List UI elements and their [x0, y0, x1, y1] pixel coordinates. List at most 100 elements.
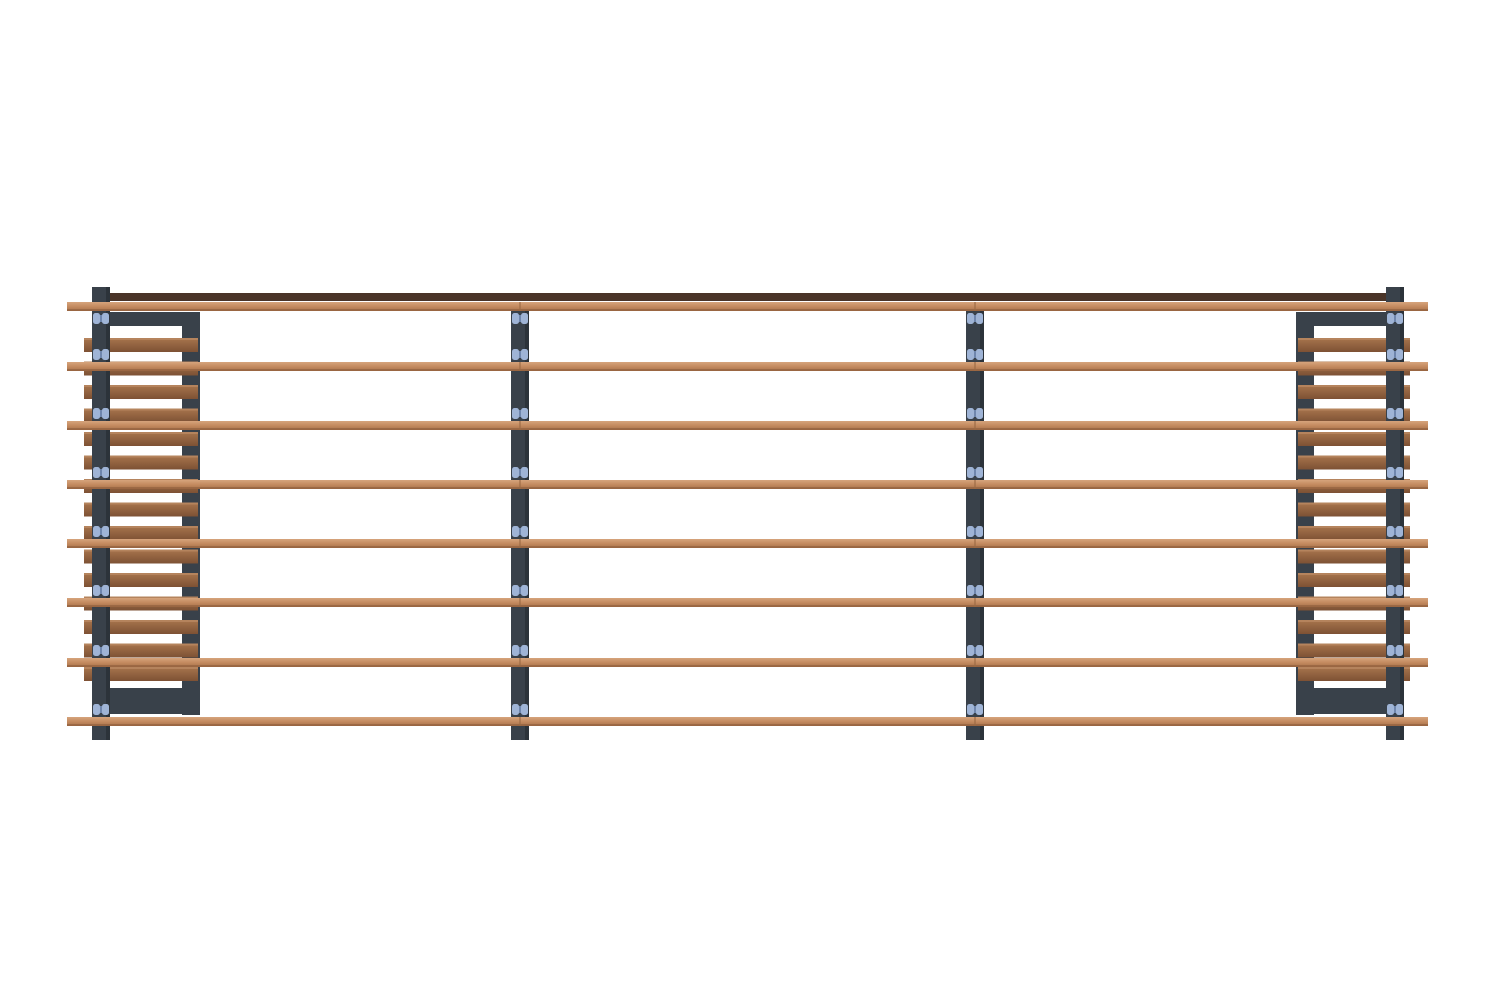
left-side-slat [84, 408, 198, 423]
right-side-slat [1298, 526, 1410, 540]
shelf-clip-gap [519, 528, 521, 535]
shelf-clip [512, 526, 519, 537]
left-side-slat-highlight [84, 385, 198, 387]
shelf-clip [93, 467, 100, 478]
shelf-clip [1396, 704, 1403, 715]
shelf-clip-gap [1394, 706, 1396, 713]
shelf-plank [67, 658, 1428, 667]
shelf-clip [521, 408, 528, 419]
shelf-clip-gap [974, 587, 976, 594]
shelf-seam [519, 598, 521, 607]
shelf-clip-gap [519, 647, 521, 654]
right-side-slat [1298, 338, 1410, 352]
left-side-slat [84, 385, 198, 399]
shelf-clip [521, 349, 528, 360]
shelf-clip-gap [974, 351, 976, 358]
shelf-clip-gap [100, 315, 102, 322]
shelf-clip [521, 526, 528, 537]
shelf-clip-gap [100, 351, 102, 358]
shelf-clip-gap [100, 469, 102, 476]
shelf-clip-gap [519, 587, 521, 594]
shelf-clip-gap [519, 410, 521, 417]
right-side-slat-highlight [1298, 596, 1410, 599]
shelf-seam [974, 658, 976, 667]
shelves-layer [67, 302, 1428, 726]
left-side-slat [84, 455, 198, 470]
shelf-clip [102, 408, 109, 419]
shelf-clip-gap [1394, 469, 1396, 476]
shelf-clip-gap [974, 469, 976, 476]
vertical-post-shade [525, 305, 529, 740]
left-side-slat [84, 549, 198, 564]
shelf-clip [1387, 349, 1394, 360]
right-side-slat-highlight [1298, 620, 1410, 622]
left-top-rail [92, 312, 200, 326]
shelf-clip [967, 313, 974, 324]
shelf-clip [1396, 467, 1403, 478]
shelf-clip [967, 585, 974, 596]
right-side-slat [1298, 573, 1410, 587]
shelf-clip [512, 349, 519, 360]
shelf-clip-gap [1394, 351, 1396, 358]
shelf-plank [67, 539, 1428, 548]
shelf-clip-gap [1394, 315, 1396, 322]
shelf-clip [1387, 408, 1394, 419]
shelf-clip [1396, 585, 1403, 596]
shelf-clip [512, 313, 519, 324]
shelf-clip [976, 349, 983, 360]
shelf-clip [1387, 526, 1394, 537]
right-side-slat-highlight [1298, 385, 1410, 387]
left-side-slat [84, 502, 198, 517]
right-side-slat [1298, 620, 1410, 634]
shelf-seam [519, 362, 521, 371]
right-side-slat-highlight [1298, 502, 1410, 505]
right-side-slat [1298, 455, 1410, 470]
shelf-clip-gap [100, 647, 102, 654]
shelf-clip [976, 313, 983, 324]
shelf-clip-gap [1394, 647, 1396, 654]
shelf-clip [1396, 408, 1403, 419]
shelf-clip [102, 349, 109, 360]
shelf-clip-gap [519, 469, 521, 476]
shelf-clip [93, 645, 100, 656]
frame-layer [84, 287, 1410, 740]
left-side-slat [84, 643, 198, 658]
shelf-seam [974, 362, 976, 371]
left-side-slat [84, 620, 198, 634]
shelf-clip-gap [100, 410, 102, 417]
shelf-clip [976, 704, 983, 715]
shelf-clip [102, 585, 109, 596]
shelf-clip [967, 408, 974, 419]
shelf-plank [67, 598, 1428, 607]
shelf-clip-gap [100, 587, 102, 594]
shelf-clip [967, 645, 974, 656]
shelf-clip [1387, 585, 1394, 596]
shelf-clip [967, 526, 974, 537]
shelf-clip-gap [974, 706, 976, 713]
vertical-post-shade [1400, 287, 1404, 740]
shelf-seam [519, 658, 521, 667]
shelf-seam [519, 717, 521, 726]
shelf-plank [67, 717, 1428, 726]
right-side-slat [1298, 643, 1410, 658]
right-side-slat [1298, 549, 1410, 564]
shelf-clip [93, 408, 100, 419]
shelf-seam [974, 598, 976, 607]
shelf-clip [1387, 467, 1394, 478]
right-side-slat-highlight [1298, 667, 1410, 669]
shelf-clip [521, 704, 528, 715]
left-side-slat [84, 573, 198, 587]
shelf-clip [93, 704, 100, 715]
shelf-clip [1396, 349, 1403, 360]
shelf-plank-shadow [67, 665, 1428, 667]
shelf-clip-gap [974, 647, 976, 654]
left-side-slat-highlight [84, 643, 198, 646]
shelf-plank [67, 421, 1428, 430]
shelf-clip [976, 408, 983, 419]
shelf-seam [519, 480, 521, 489]
right-side-slat-highlight [1298, 549, 1410, 552]
right-top-rail [1296, 312, 1404, 326]
shelf-clip-gap [1394, 528, 1396, 535]
shelf-clip [521, 585, 528, 596]
